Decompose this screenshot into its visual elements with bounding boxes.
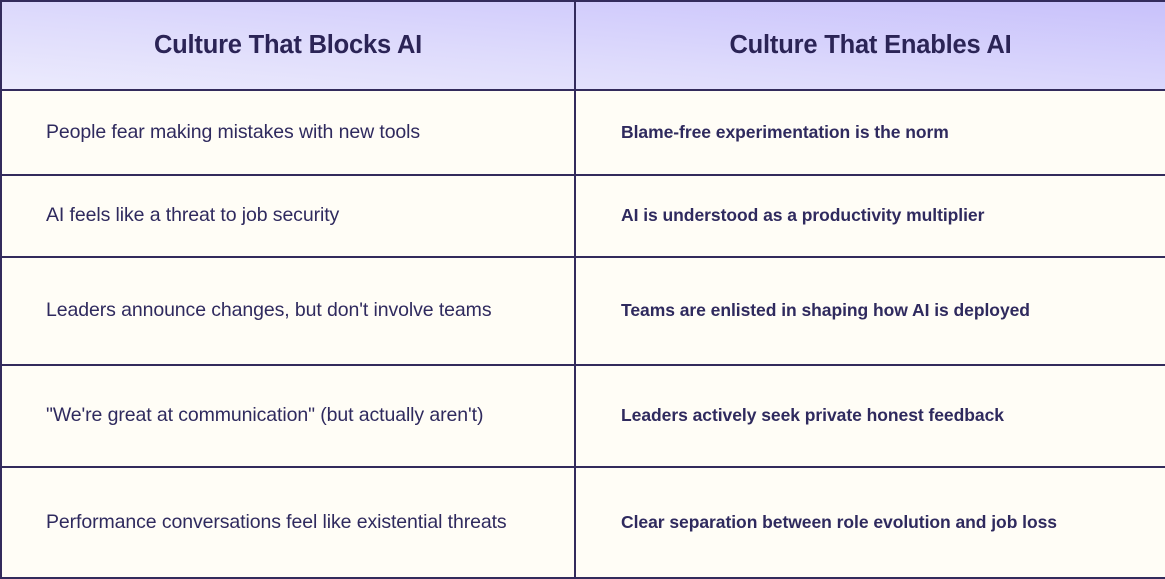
cell-blocks-2: AI feels like a threat to job security	[0, 174, 576, 258]
table-row: "We're great at communication" (but actu…	[0, 364, 1165, 468]
table-row: Leaders announce changes, but don't invo…	[0, 256, 1165, 366]
cell-blocks-3: Leaders announce changes, but don't invo…	[0, 256, 576, 366]
cell-blocks-5: Performance conversations feel like exis…	[0, 466, 576, 579]
table-row: Performance conversations feel like exis…	[0, 466, 1165, 579]
cell-blocks-1: People fear making mistakes with new too…	[0, 89, 576, 176]
cell-enables-3: Teams are enlisted in shaping how AI is …	[574, 256, 1165, 366]
table-header-row: Culture That Blocks AI Culture That Enab…	[0, 0, 1165, 91]
column-header-culture-that-enables-ai: Culture That Enables AI	[574, 0, 1165, 91]
cell-blocks-4: "We're great at communication" (but actu…	[0, 364, 576, 468]
table-row: People fear making mistakes with new too…	[0, 89, 1165, 176]
cell-enables-5: Clear separation between role evolution …	[574, 466, 1165, 579]
column-header-culture-that-blocks-ai: Culture That Blocks AI	[0, 0, 576, 91]
cell-enables-2: AI is understood as a productivity multi…	[574, 174, 1165, 258]
cell-enables-4: Leaders actively seek private honest fee…	[574, 364, 1165, 468]
table-body: People fear making mistakes with new too…	[0, 89, 1165, 579]
table-row: AI feels like a threat to job security A…	[0, 174, 1165, 258]
cell-enables-1: Blame-free experimentation is the norm	[574, 89, 1165, 176]
